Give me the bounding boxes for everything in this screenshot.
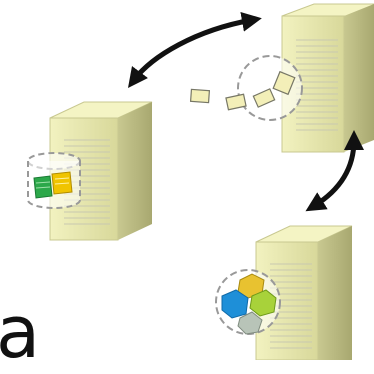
storage-container-icon <box>28 153 80 208</box>
document-icon <box>226 94 246 109</box>
server-left <box>28 102 152 240</box>
server-bottom-right <box>216 226 352 360</box>
bidirectional-arrow-left-top <box>134 20 252 80</box>
distributed-servers-diagram <box>0 0 374 360</box>
server-side-face <box>344 4 374 152</box>
server-side-face <box>318 226 352 360</box>
document-icon <box>191 89 210 102</box>
server-side-face <box>118 102 152 240</box>
dashed-selection-circle <box>238 56 302 120</box>
corner-letter: a <box>0 296 40 368</box>
